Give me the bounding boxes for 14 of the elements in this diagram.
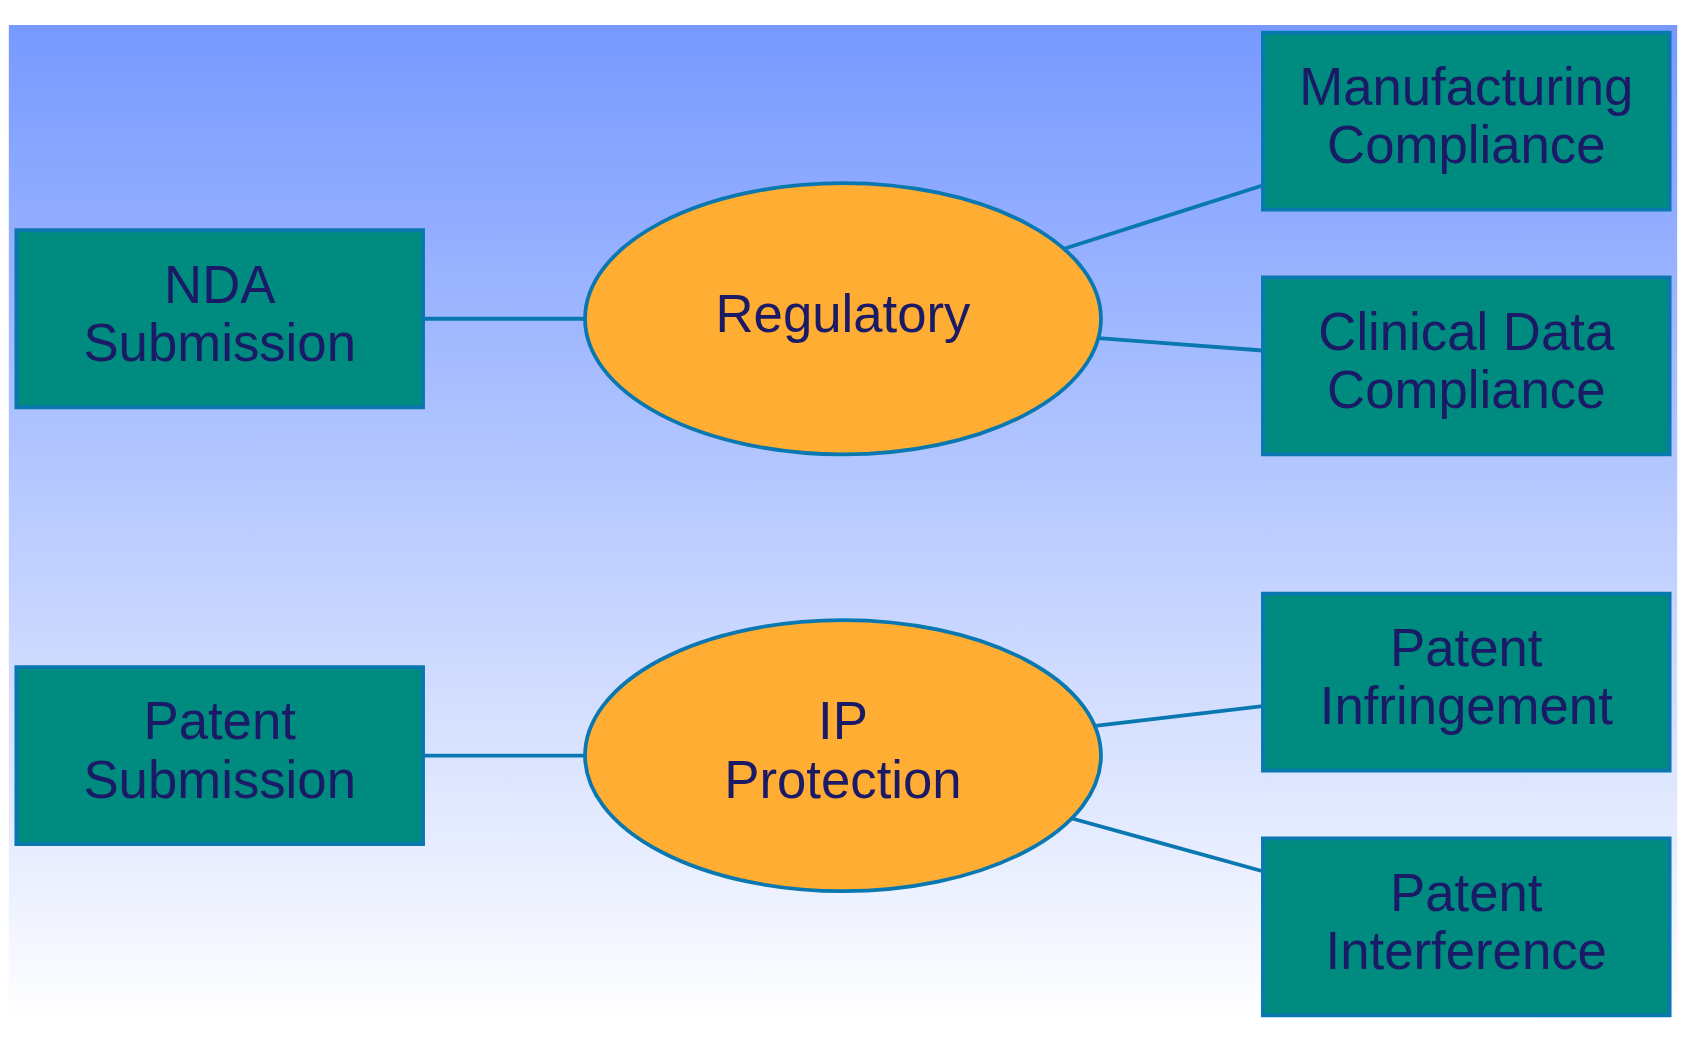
connector: [1094, 704, 1263, 728]
connector: [1098, 336, 1263, 353]
node-box: Patent Submission: [14, 665, 425, 846]
connector: [423, 316, 585, 321]
node-box: NDA Submission: [14, 228, 425, 410]
node-box: Manufacturing Compliance: [1261, 30, 1672, 212]
node-box: Clinical Data Compliance: [1261, 275, 1672, 457]
connector: [423, 753, 585, 758]
node-box: Patent Infringement: [1261, 591, 1672, 773]
node-box: Patent Interference: [1261, 836, 1672, 1018]
connector: [1071, 816, 1264, 874]
connector: [1063, 183, 1264, 251]
node-ellipse: Regulatory: [583, 181, 1103, 457]
node-ellipse: IP Protection: [583, 618, 1103, 894]
